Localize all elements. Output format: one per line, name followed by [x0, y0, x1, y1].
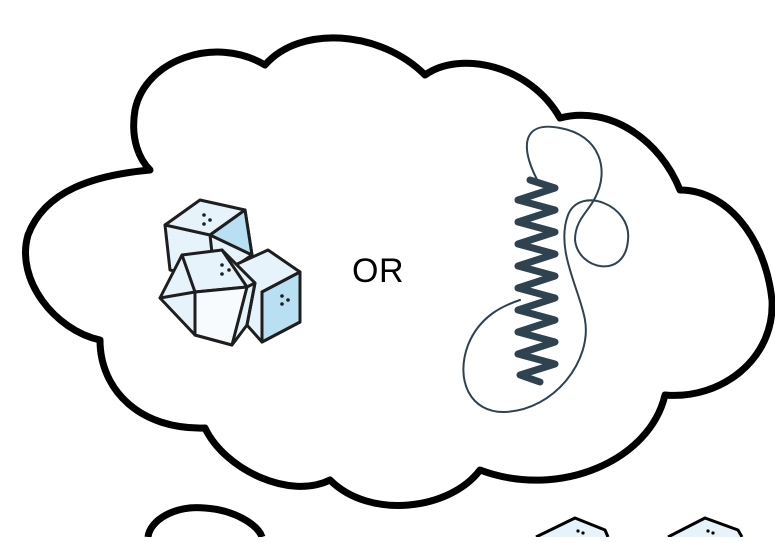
- ice-cubes-icon: [158, 198, 302, 347]
- partial-ice-cube-icon: [667, 516, 744, 539]
- thought-cloud: [22, 34, 775, 509]
- small-thought-bubble: [144, 504, 266, 539]
- or-label: OR: [352, 252, 404, 290]
- partial-ice-cube-icon: [535, 516, 610, 539]
- coiled-protein-strand-icon: [462, 125, 630, 414]
